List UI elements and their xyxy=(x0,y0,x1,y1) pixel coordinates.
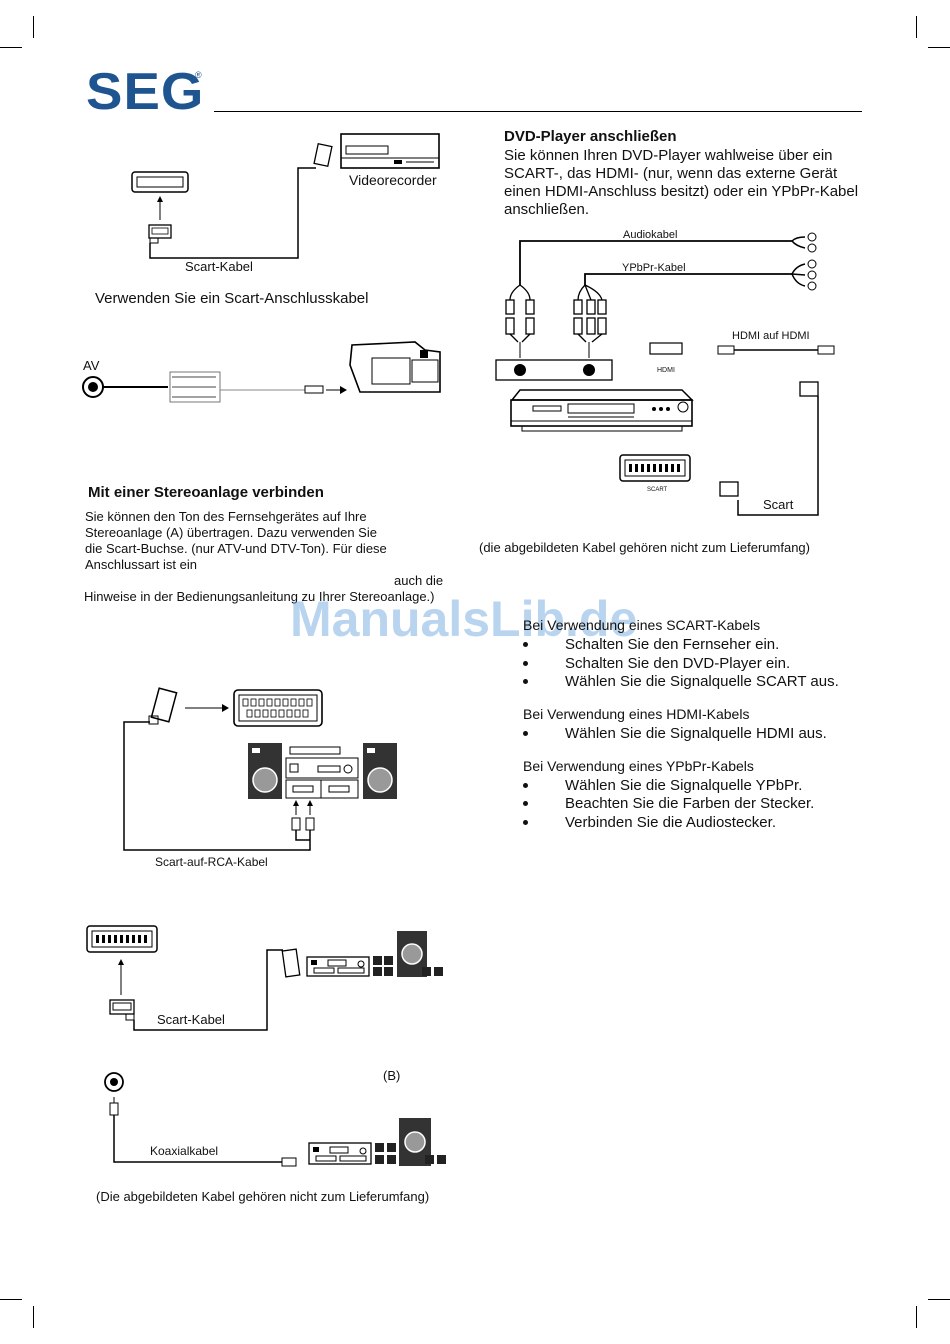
hdmi-cable-label: HDMI auf HDMI xyxy=(732,330,810,342)
b-label: (B) xyxy=(383,1068,401,1083)
bullet xyxy=(523,642,528,647)
stereo-line-4: Anschlussart ist ein xyxy=(85,557,197,572)
audio-cable-label: Audiokabel xyxy=(623,229,678,241)
stereo-heading: Mit einer Stereoanlage verbinden xyxy=(88,484,324,501)
seg-logo: SEG xyxy=(86,63,205,121)
bullet xyxy=(523,820,528,825)
bullet xyxy=(523,661,528,666)
coax-cable-label: Koaxialkabel xyxy=(150,1144,219,1158)
bullet xyxy=(523,731,528,736)
stereo-line-5: auch die xyxy=(394,573,444,588)
scart-rca-cable-label: Scart-auf-RCA-Kabel xyxy=(155,855,268,869)
ypbpr-section-title: Bei Verwendung eines YPbPr-Kabels xyxy=(523,758,754,774)
crop-mark xyxy=(33,16,34,38)
hdmi-step-1: Wählen Sie die Signalquelle HDMI aus. xyxy=(565,725,827,742)
scart-step-2: Schalten Sie den DVD-Player ein. xyxy=(565,655,791,672)
ypbpr-step-2: Beachten Sie die Farben der Stecker. xyxy=(565,795,815,812)
dvd-line-4: anschließen. xyxy=(504,201,590,218)
dvd-connection-diagram xyxy=(495,232,835,516)
stereo-line-3: die Scart-Buchse. (nur ATV-und DTV-Ton).… xyxy=(85,541,387,556)
header-rule xyxy=(214,111,862,112)
scart-home-theater-diagram xyxy=(86,925,443,1031)
dvd-line-2: SCART-, das HDMI- (nur, wenn das externe… xyxy=(504,165,838,182)
videorecorder-label: Videorecorder xyxy=(349,172,437,188)
crop-mark xyxy=(928,47,950,48)
crop-mark xyxy=(916,16,917,38)
dvd-line-3: einen HDMI-Anschluss besitzt) oder ein Y… xyxy=(504,183,859,200)
ypbpr-step-3: Verbinden Sie die Audiostecker. xyxy=(565,814,776,831)
scart-cable-label-2: Scart-Kabel xyxy=(157,1012,225,1027)
ypbpr-step-1: Wählen Sie die Signalquelle YPbPr. xyxy=(565,777,803,794)
scart-step-3: Wählen Sie die Signalquelle SCART aus. xyxy=(565,673,839,690)
dvd-line-1: Sie können Ihren DVD-Player wahlweise üb… xyxy=(504,147,833,164)
scart-caption: Verwenden Sie ein Scart-Anschlusskabel xyxy=(95,290,369,307)
watermark: ManualsLib.de xyxy=(290,591,638,647)
crop-mark xyxy=(928,1299,950,1300)
crop-mark xyxy=(0,47,22,48)
scart-rca-stereo-diagram xyxy=(123,687,397,851)
bullet xyxy=(523,783,528,788)
camcorder-av-diagram xyxy=(82,341,441,403)
scart-port-label: SCART xyxy=(647,487,668,493)
scart-step-1: Schalten Sie den Fernseher ein. xyxy=(565,636,780,653)
hdmi-port-label: HDMI xyxy=(657,367,675,374)
av-label: AV xyxy=(83,358,100,373)
scart-cable-label: Scart-Kabel xyxy=(185,259,253,274)
left-footnote: (Die abgebildeten Kabel gehören nicht zu… xyxy=(96,1189,430,1204)
crop-mark xyxy=(916,1306,917,1328)
stereo-line-6: Hinweise in der Bedienungsanleitung zu I… xyxy=(84,589,435,604)
scart-section-title: Bei Verwendung eines SCART-Kabels xyxy=(523,617,761,633)
stereo-line-1: Sie können den Ton des Fernsehgerätes au… xyxy=(85,509,367,524)
bullet xyxy=(523,679,528,684)
bullet xyxy=(523,801,528,806)
crop-mark xyxy=(33,1306,34,1328)
stereo-line-2: Stereoanlage (A) übertragen. Dazu verwen… xyxy=(85,525,377,540)
dvd-heading: DVD-Player anschließen xyxy=(504,128,677,145)
registered-mark: ® xyxy=(195,70,202,80)
crop-mark xyxy=(0,1299,22,1300)
vcr-scart-diagram xyxy=(131,133,440,259)
coax-home-theater-diagram xyxy=(104,1072,446,1167)
hdmi-section-title: Bei Verwendung eines HDMI-Kabels xyxy=(523,706,750,722)
scart-label: Scart xyxy=(763,497,794,512)
right-footnote: (die abgebildeten Kabel gehören nicht zu… xyxy=(479,540,810,555)
ypbpr-cable-label: YPbPr-Kabel xyxy=(622,262,686,274)
